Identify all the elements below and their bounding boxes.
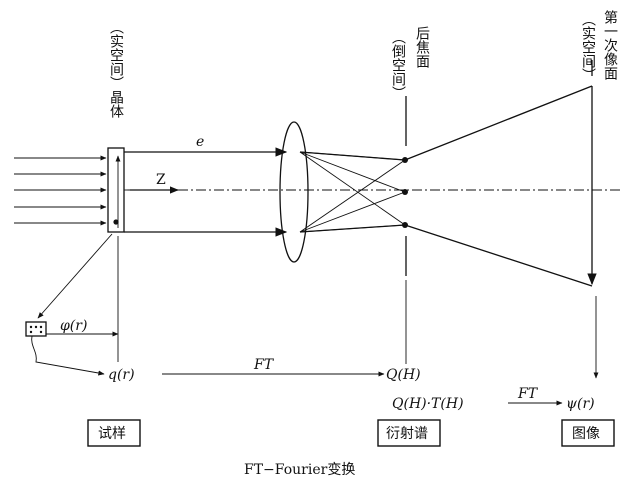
phi-label: φ(r) [60, 318, 87, 334]
image-rays [299, 85, 593, 287]
incident-beam [14, 155, 107, 226]
objective-lens [279, 121, 309, 263]
diffraction-box: 衍射谱 [377, 419, 441, 447]
crystal-label: （实空间）晶体 [108, 20, 124, 118]
image-plane-label: 第一次像面 [602, 9, 618, 80]
image-plane-sublabel: （实空间） [580, 12, 596, 82]
image-plane [587, 60, 599, 379]
image-box-label: 图像 [572, 426, 600, 442]
ft-label-1: FT [253, 357, 275, 373]
caption: FT−Fourier变换 [244, 461, 355, 478]
crystal-specimen [107, 147, 125, 233]
focusing-rays [299, 151, 406, 233]
specimen-function [25, 233, 119, 376]
image-box: 图像 [561, 419, 615, 447]
Q-label: Q(H) [386, 367, 421, 383]
ray-label: e [196, 134, 204, 150]
ft-label-2: FT [517, 386, 539, 402]
psi-label: ψ(r) [566, 396, 595, 412]
diffraction-box-label: 衍射谱 [386, 426, 428, 442]
sample-box-label: 试样 [98, 426, 126, 442]
q-label: q(r) [108, 367, 135, 383]
axis-label: Z [156, 172, 166, 188]
parallel-rays [124, 147, 288, 237]
back-focal-label: 后焦面 [414, 26, 430, 68]
sample-box: 试样 [87, 419, 141, 447]
back-focal-sublabel: （倒空间） [390, 30, 406, 100]
back-focal-plane [402, 96, 408, 364]
product-label: Q(H)·T(H) [392, 396, 464, 412]
